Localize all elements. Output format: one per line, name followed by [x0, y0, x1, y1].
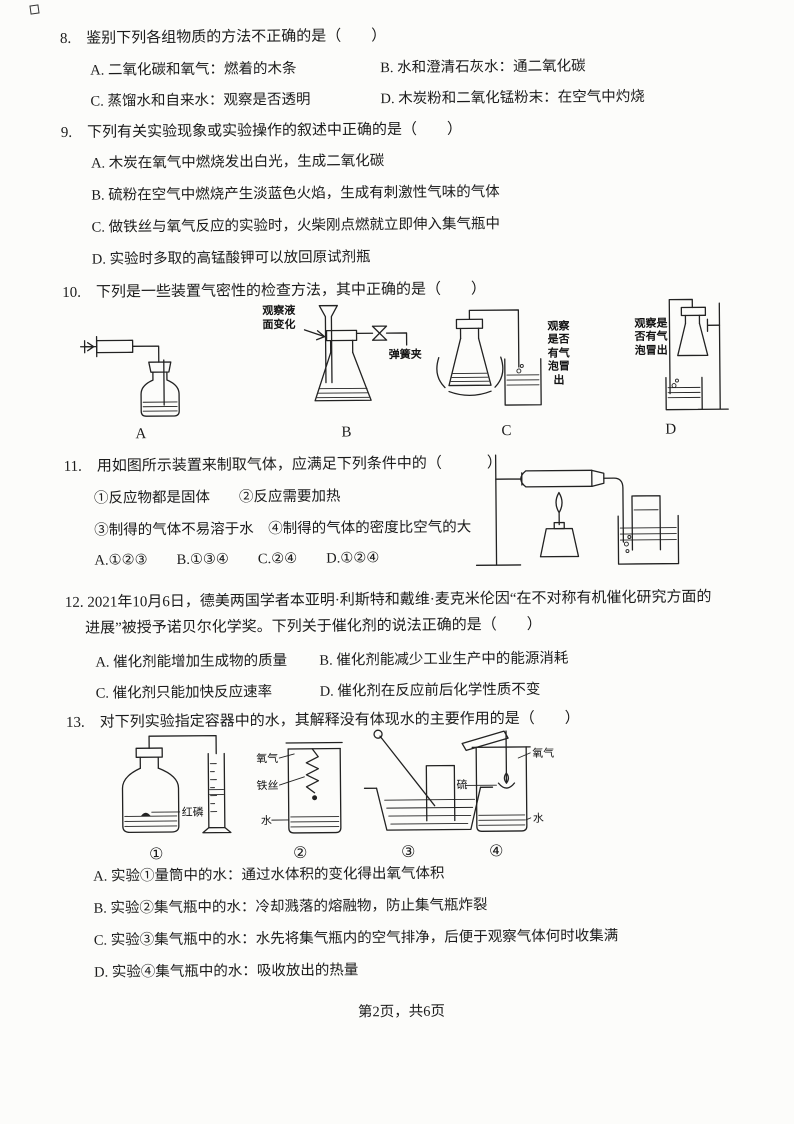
q10-apparatus-b: 弹簧夹 观察液面变化	[260, 300, 431, 423]
q10-apparatus-d: 观察是否有气泡冒出	[581, 297, 730, 418]
sulfur-oxygen-diagram: 氧气 硫 水	[456, 730, 554, 832]
q13-diagram-label-2: ②	[293, 844, 308, 862]
q8-stem: 8. 鉴别下列各组物质的方法不正确的是（ ）	[59, 28, 387, 47]
q10-diagram-label-b: B	[341, 424, 352, 441]
q13-option-c: C. 实验③集气瓶中的水：水先将集气瓶内的空气排净，后便于观察气体何时收集满	[93, 928, 619, 949]
q11-condition-line2: ③制得的气体不易溶于水 ④制得的气体的密度比空气的大	[94, 519, 472, 539]
flask-funnel-clip-diagram: 弹簧夹	[303, 304, 422, 402]
gas-generation-diagram	[475, 454, 680, 566]
q11-choices: A.①②③ B.①③④ C.②④ D.①②④	[94, 550, 380, 569]
water-label-4: 水	[533, 812, 544, 825]
q10-diagram-label-c: C	[501, 423, 512, 440]
q11-apparatus	[470, 444, 686, 574]
q9-option-a: A. 木炭在氧气中燃烧发出白光，生成二氧化碳	[90, 153, 385, 172]
q13-diagram-label-3: ③	[401, 843, 416, 862]
q13-option-b: B. 实验②集气瓶中的水：冷却溅落的熔融物，防止集气瓶炸裂	[93, 897, 488, 917]
q13-diagram-label-1: ①	[149, 846, 164, 864]
q13-experiment-2: 氧气 铁丝 水	[254, 728, 360, 841]
q9-stem: 9. 下列有关实验现象或实验操作的叙述中正确的是（ ）	[60, 121, 463, 141]
iron-wire-oxygen-diagram: 氧气 铁丝 水	[256, 741, 343, 834]
q12-option-d: D. 催化剂在反应前后化学性质不变	[319, 681, 541, 700]
q10-diagram-label-a: A	[135, 426, 147, 443]
q9-option-b: B. 硫粉在空气中燃烧产生淡蓝色火焰，生成有刺激性气味的气体	[91, 184, 500, 204]
q13-experiment-1: 红磷	[88, 729, 249, 842]
q11-stem: 11. 用如图所示装置来制取气体，应满足下列条件中的（ ）	[63, 455, 502, 475]
q12-option-c: C. 催化剂只能加快反应速率	[95, 684, 273, 702]
q13-diagram-label-4: ④	[488, 843, 504, 861]
q10-apparatus-a	[76, 309, 242, 422]
q8-option-b: B. 水和澄清石灰水：通二氧化碳	[380, 58, 586, 77]
q12-option-b: B. 催化剂能减少工业生产中的能源消耗	[319, 650, 569, 669]
sulfur-label: 硫	[456, 777, 467, 791]
iron-wire-label: 铁丝	[256, 779, 278, 792]
q9-option-d: D. 实验时多取的高锰酸钾可以放回原试剂瓶	[91, 249, 371, 268]
q10-diagram-label-d: D	[665, 421, 677, 438]
q8-option-c: C. 蒸馏水和自来水：观察是否透明	[90, 91, 311, 110]
observe-bubbles-label-d: 观察是否有气泡冒出	[634, 317, 668, 357]
observe-bubbles-label-c: 观察是否有气泡冒出	[547, 320, 570, 387]
phosphorus-cylinder-diagram: 红磷	[121, 734, 232, 834]
water-trough-diagram	[363, 729, 494, 831]
oxygen-label-2: 氧气	[256, 751, 278, 765]
q12-option-a: A. 催化剂能增加生成物的质量	[95, 652, 288, 671]
red-phosphorus-label: 红磷	[182, 806, 204, 819]
oxygen-label-4: 氧气	[532, 746, 554, 760]
q8-option-a: A. 二氧化碳和氧气：燃着的木条	[90, 60, 297, 79]
q13-option-a: A. 实验①量筒中的水：通过水体积的变化得出氧气体积	[93, 865, 445, 885]
page-number: 第2页，共6页	[357, 1003, 446, 1021]
q13-experiment-4: 氧气 硫 水	[454, 727, 560, 840]
q13-experiment-3	[363, 727, 495, 840]
stand-flask-beaker-diagram	[665, 298, 729, 411]
q8-option-d: D. 木炭粉和二氧化锰粉末：在空气中灼烧	[380, 88, 645, 108]
water-label-2: 水	[261, 814, 272, 827]
q9-option-c: C. 做铁丝与氧气反应的实验时，火柴刚点燃就立即伸入集气瓶中	[91, 216, 501, 236]
q13-option-d: D. 实验④集气瓶中的水：吸收放出的热量	[94, 962, 359, 981]
hand-warm-flask-diagram	[436, 309, 542, 406]
q12-stem-line2: 进展”被授予诺贝尔化学奖。下列关于催化剂的说法正确的是（ ）	[85, 616, 542, 637]
spring-clip-label: 弹簧夹	[389, 347, 422, 361]
q12-stem-line1: 12. 2021年10月6日，德美两国学者本亚明·利斯特和戴维·麦克米伦因“在不…	[64, 589, 712, 611]
syringe-bottle-diagram	[80, 335, 180, 417]
observe-level-label: 观察液面变化	[262, 304, 296, 331]
q10-apparatus-c: 观察是否有气泡冒出	[426, 304, 577, 420]
q10-stem: 10. 下列是一些装置气密性的检查方法，其中正确的是（ ）	[62, 281, 486, 301]
q11-condition-line1: ①反应物都是固体 ②反应需要加热	[93, 488, 341, 507]
